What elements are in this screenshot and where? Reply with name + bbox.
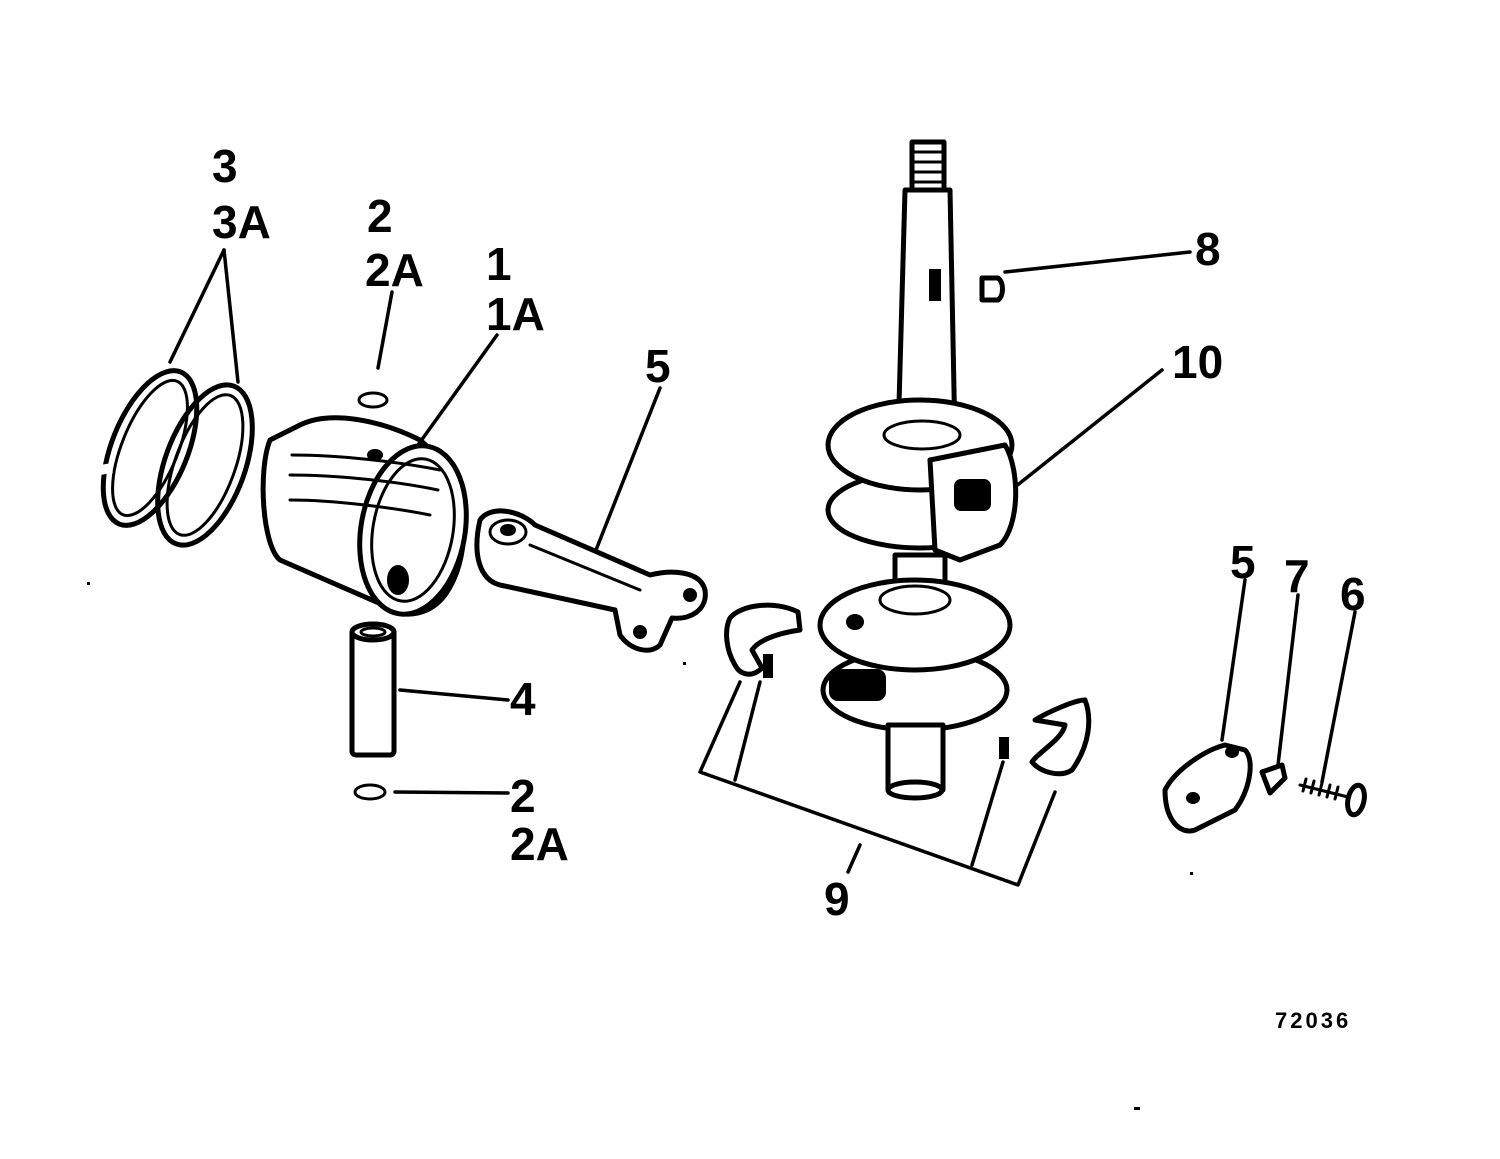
piston-ring-rear [155,382,255,548]
callout-woodruff-key: 8 [1195,223,1221,275]
rod-screw [1298,777,1367,818]
lock-washer [1259,762,1288,796]
callout-retaining-ring-upper-bottom: 2A [365,244,424,296]
woodruff-key [979,275,1005,303]
callout-rod-cap: 5 [1230,536,1256,588]
bearing-left [724,602,803,678]
callout-connecting-rod: 5 [645,340,671,392]
callout-piston-ring-top: 3 [212,140,238,192]
leader-lines [168,248,1357,887]
callout-piston-ring-bottom: 3A [212,196,271,248]
callout-lock-washer: 7 [1284,550,1310,602]
callout-bearing-kit: 9 [824,873,850,925]
piston [260,415,469,617]
connecting-rod [474,508,708,653]
callout-labels: 3 3A 2 2A 1 1A 5 4 2 2A 8 10 9 5 7 6 720… [212,140,1366,1033]
callout-wrist-pin: 4 [510,673,536,725]
callout-retaining-ring-lower-bottom: 2A [510,818,569,870]
callout-retaining-ring-upper-top: 2 [367,190,393,242]
callout-retaining-ring-lower-top: 2 [510,770,536,822]
callout-rod-screw: 6 [1340,568,1366,620]
callout-piston-top: 1 [486,238,512,290]
rod-cap [1162,742,1253,834]
callout-crankshaft: 10 [1172,336,1223,388]
crankshaft [817,139,1019,801]
scan-specks [87,582,1193,1110]
piston-ring-front [99,368,200,528]
figure-number: 72036 [1275,1008,1351,1033]
callout-piston-bottom: 1A [486,288,545,340]
retaining-ring-lower [353,783,387,801]
bearing-right [999,697,1092,777]
retaining-ring-upper [357,391,389,409]
piston-rings [99,368,255,548]
wrist-pin [349,621,397,758]
